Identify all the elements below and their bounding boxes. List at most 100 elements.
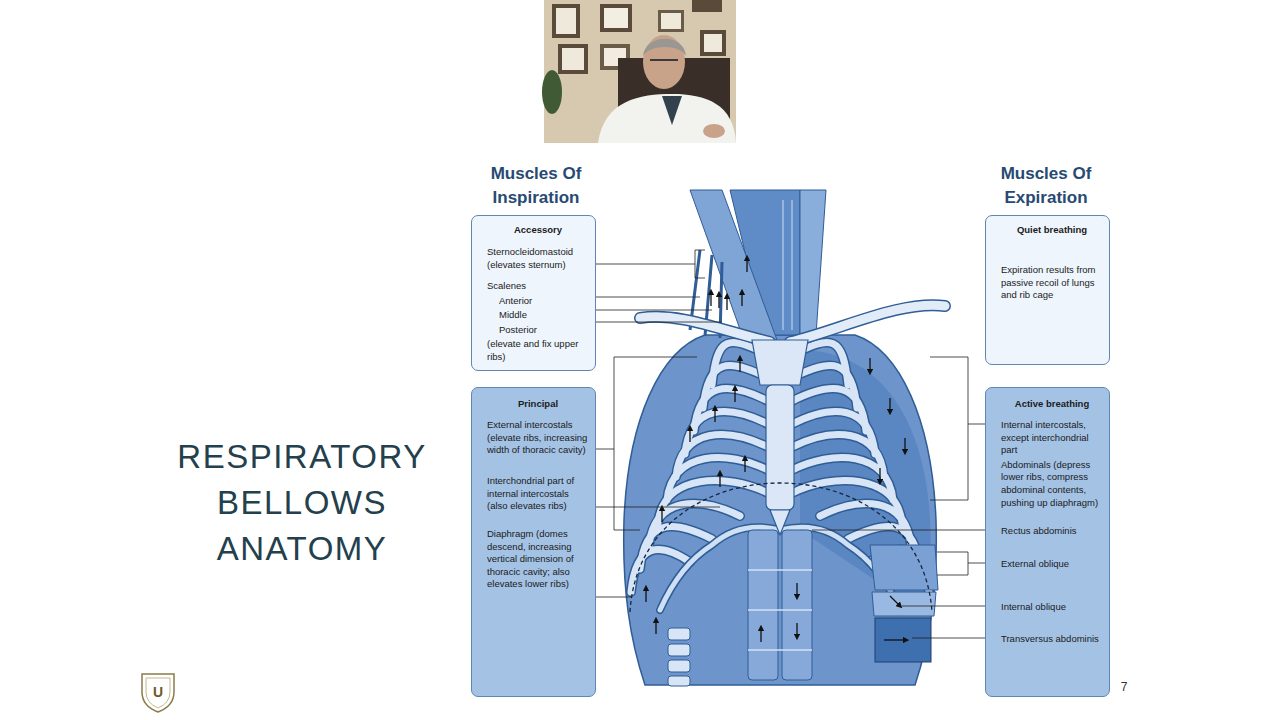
leader-lines (596, 597, 632, 598)
muscle-label: (elevate and fix upper ribs) (487, 338, 589, 363)
external-oblique (870, 545, 938, 590)
sternum (766, 385, 794, 510)
action-arrows (714, 408, 715, 422)
presenter-video (661, 13, 681, 29)
presenter-video (604, 8, 628, 28)
muscle-label: Middle (487, 309, 589, 322)
spine (668, 628, 690, 686)
slide-title: RESPIRATORY BELLOWS ANATOMY (142, 434, 462, 572)
presenter-video (544, 0, 736, 143)
action-arrows (869, 358, 870, 372)
spine (668, 628, 690, 640)
presenter-video (643, 39, 686, 56)
action-arrows (661, 508, 662, 522)
muscle-label: Scalenes (487, 280, 589, 293)
action-arrows (890, 596, 900, 606)
presenter-video (703, 124, 725, 138)
logo-shield (142, 674, 174, 712)
muscle-label: External oblique (1001, 558, 1103, 571)
muscle-label: Rectus abdominis (1001, 525, 1103, 538)
action-arrows (741, 292, 742, 306)
rectus-abdominis (748, 570, 812, 650)
action-arrows (744, 458, 745, 472)
action-arrows (739, 358, 740, 372)
clavicles (640, 317, 770, 342)
logo-letter: U (148, 684, 168, 700)
column-heading: Muscles Of Inspiration (466, 162, 606, 210)
muscle-label: Diaphragm (domes descend, increasing ver… (487, 528, 589, 591)
sternum (752, 340, 808, 385)
muscle-label: Sternocleidomastoid (elevates sternum) (487, 246, 589, 271)
leader-lines (930, 357, 985, 500)
action-arrows (904, 438, 905, 452)
sternum (752, 340, 808, 535)
muscle-label: Internal intercostals, except interchond… (1001, 419, 1103, 457)
presenter-video (700, 30, 726, 56)
column-heading: Muscles Of Expiration (976, 162, 1116, 210)
spine (668, 676, 690, 686)
leader-lines (912, 638, 985, 639)
neck-muscles (800, 190, 826, 335)
presenter-video (542, 0, 736, 143)
muscle-group-box: Quiet breathingExpiration results from p… (985, 215, 1110, 365)
muscle-label: Expiration results from passive recoil o… (1001, 264, 1103, 302)
leader-lines (596, 507, 720, 508)
action-arrows (726, 296, 727, 310)
clavicles (640, 305, 945, 342)
presenter-video (558, 44, 588, 74)
action-arrows (655, 620, 656, 634)
spine (668, 660, 690, 672)
action-arrows (710, 292, 711, 306)
presenter-video (562, 48, 584, 70)
leader-lines (596, 357, 697, 530)
action-arrows (746, 258, 747, 272)
logo-shield (142, 674, 174, 712)
muscle-label: Anterior (487, 295, 589, 308)
ribs (792, 481, 902, 523)
presenter-video (600, 4, 632, 32)
leader-lines (596, 250, 705, 278)
box-heading: Quiet breathing (1001, 224, 1103, 237)
presenter-video (643, 35, 685, 89)
clavicles (790, 305, 945, 342)
presenter-video (704, 34, 722, 52)
presenter-video (542, 70, 562, 114)
presenter-video (556, 8, 576, 34)
action-arrows (796, 623, 797, 637)
leader-lines (596, 250, 985, 638)
muscle-label: Interchondrial part of internal intercos… (487, 475, 589, 513)
ribs (658, 481, 768, 523)
diaphragm-outline (630, 483, 932, 612)
rectus-abdominis (748, 530, 778, 680)
action-arrows (646, 258, 906, 642)
presenter-video (692, 0, 722, 12)
logo-shield (146, 678, 170, 708)
action-arrows (719, 473, 720, 487)
action-arrows (734, 388, 735, 402)
costal-cartilage (660, 527, 900, 610)
spine (668, 644, 690, 656)
internal-oblique (872, 592, 936, 616)
action-arrows (884, 639, 906, 640)
neck-muscles (783, 200, 792, 330)
muscle-label: External intercostals (elevate ribs, inc… (487, 419, 589, 457)
transversus-abdominis (875, 618, 931, 662)
clavicles (790, 305, 945, 342)
muscle-label: Transversus abdominis (1001, 633, 1103, 646)
rectus-abdominis (782, 530, 812, 680)
clavicles (640, 317, 770, 342)
thorax-muscles (624, 335, 937, 685)
leader-lines (596, 297, 700, 298)
rectus-abdominis (748, 530, 812, 680)
muscle-group-box: AccessorySternocleidomastoid (elevates s… (471, 215, 596, 371)
muscle-label: Internal oblique (1001, 601, 1103, 614)
action-arrows (879, 468, 880, 482)
muscle-label: Abdominals (depress lower ribs, compress… (1001, 459, 1103, 509)
action-arrows (796, 583, 797, 597)
action-arrows (760, 628, 761, 642)
action-arrows (889, 398, 890, 412)
box-heading: Active breathing (1001, 398, 1103, 411)
action-arrows (645, 588, 646, 602)
box-heading: Principal (487, 398, 589, 411)
